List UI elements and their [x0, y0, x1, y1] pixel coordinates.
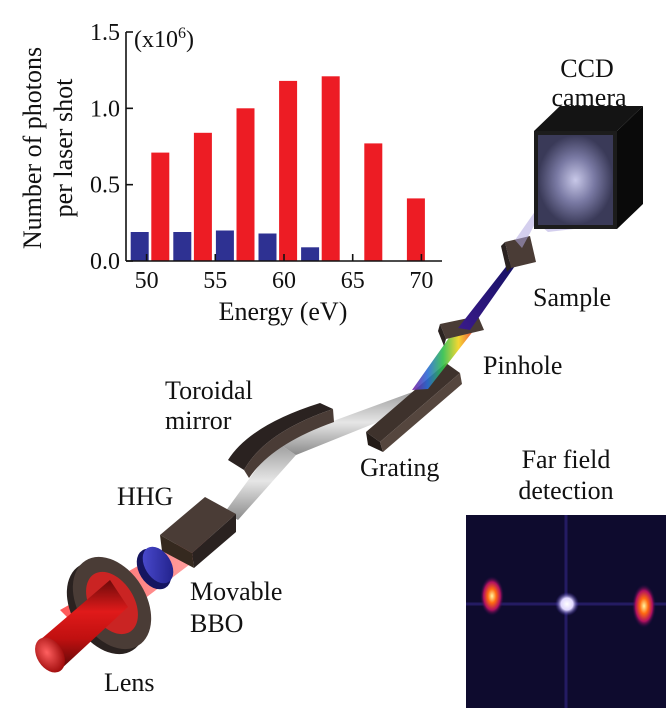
movable-bbo-label-line1: Movable [190, 577, 282, 606]
far-field-image [466, 515, 666, 708]
bar-series0-2 [215, 230, 234, 261]
xuv-beam-segment-1 [225, 442, 296, 520]
bar-series0-1 [173, 232, 192, 261]
y-tick-label: 1.0 [90, 96, 120, 122]
bar-series1-1 [193, 132, 212, 261]
bar-series0-4 [301, 247, 320, 261]
x-axis-label: Energy (eV) [219, 297, 348, 326]
xuv-beam-segment-2 [276, 390, 420, 455]
y-axis-label-line1: Number of photons [18, 47, 47, 249]
y-tick-label: 0.5 [90, 173, 120, 199]
bar-group [130, 76, 425, 262]
x-ticks: 50 55 60 65 70 [135, 254, 433, 294]
x-tick-label: 50 [135, 268, 159, 294]
movable-bbo [136, 546, 174, 590]
ccd-label-line2: camera [551, 83, 627, 112]
far-field-label-line1: Far field [522, 445, 611, 474]
hhg-label: HHG [117, 482, 173, 511]
dispersed-beam [412, 328, 474, 390]
toroidal-label-line1: Toroidal [165, 376, 253, 405]
photon-yield-bar-chart: 0.0 0.5 1.0 1.5 50 55 60 65 70 (x106) Energy (e… [18, 20, 442, 326]
bar-series1-2 [236, 108, 255, 261]
ccd-label-line1: CCD [560, 54, 613, 83]
bar-series1-4 [321, 76, 340, 261]
x-tick-label: 55 [203, 268, 227, 294]
sample-label: Sample [533, 283, 611, 312]
grating [366, 363, 462, 452]
bar-series1-5 [364, 143, 383, 261]
optical-setup [35, 106, 666, 708]
lens-label: Lens [104, 668, 155, 697]
ccd-camera [534, 106, 643, 229]
toroidal-label-line2: mirror [165, 406, 232, 435]
grating-label: Grating [360, 453, 439, 482]
x-tick-label: 70 [409, 268, 433, 294]
component-labels: CCD camera Sample Pinhole Toroidal mirro… [104, 54, 627, 697]
laser-input-cylinder [35, 580, 128, 673]
y-axis-label-line2: per laser shot [49, 78, 78, 217]
far-field-label-line2: detection [518, 476, 613, 505]
bar-series1-3 [279, 80, 298, 262]
movable-bbo-label-line2: BBO [190, 609, 243, 638]
bar-series1-6 [406, 198, 425, 261]
toroidal-mirror [228, 403, 334, 478]
y-tick-label: 1.5 [90, 20, 120, 46]
x-tick-label: 65 [341, 268, 365, 294]
y-ticks: 0.0 0.5 1.0 1.5 [90, 20, 133, 275]
y-tick-label: 0.0 [90, 249, 120, 275]
bar-series0-0 [130, 232, 149, 261]
pinhole-label: Pinhole [483, 351, 562, 380]
bar-series0-3 [258, 233, 277, 261]
x-tick-label: 60 [272, 268, 296, 294]
y-multiplier: (x106) [134, 25, 194, 53]
hhg-cell [160, 497, 236, 568]
sample [501, 236, 536, 272]
bar-series1-0 [151, 152, 170, 261]
focused-beam [458, 254, 522, 330]
